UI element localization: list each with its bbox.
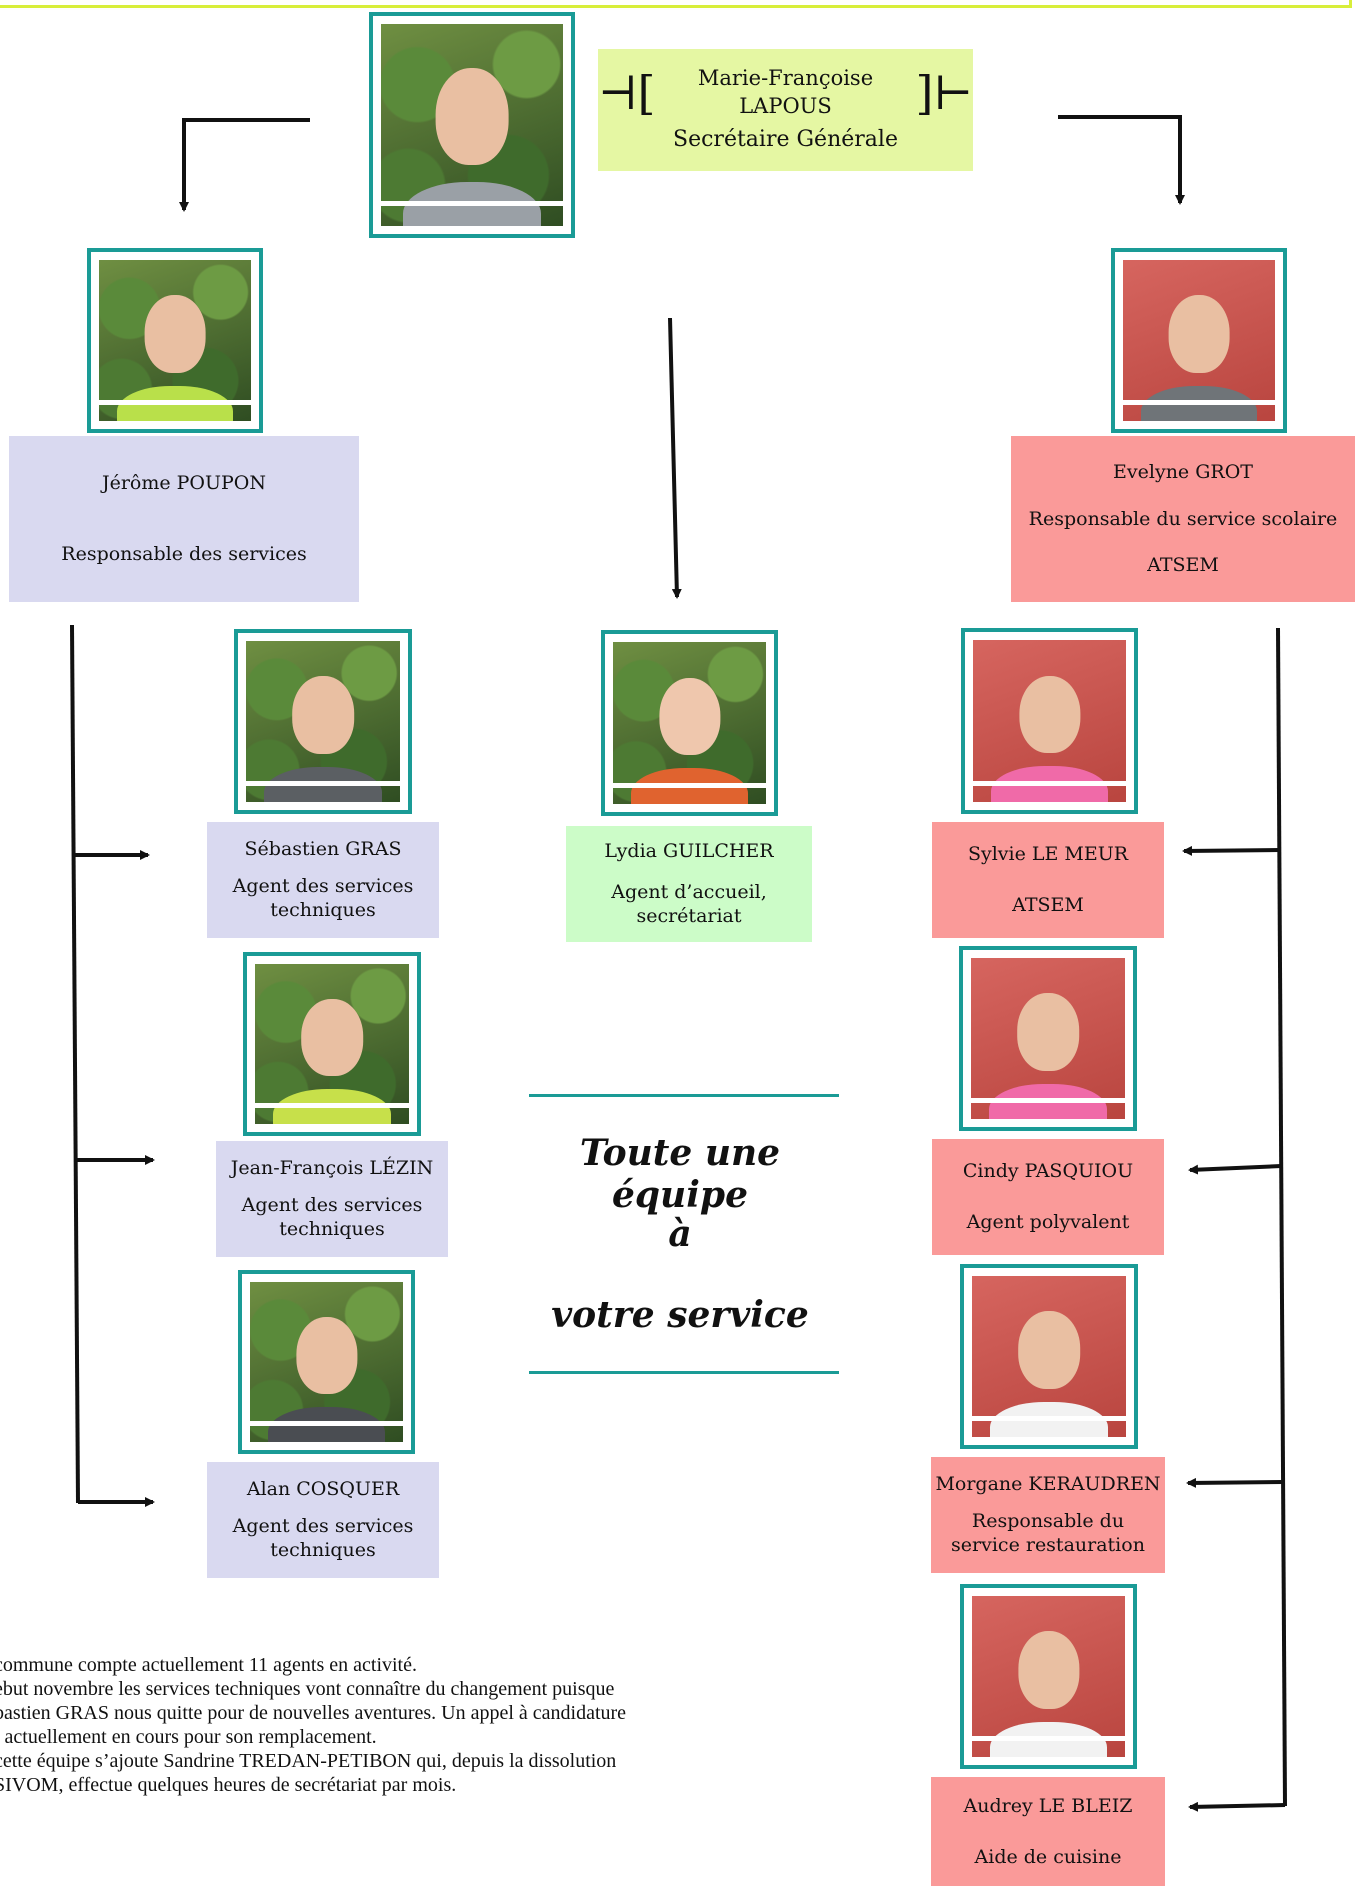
head-card: ⊣[ Marie-Françoise LAPOUS ]⊢ Secrétaire … <box>598 49 973 171</box>
center-name: Lydia GUILCHER <box>604 839 774 862</box>
center-photo <box>601 630 778 816</box>
right-staff-2-role-1: Agent polyvalent <box>966 1211 1130 1233</box>
tagline-rule-top <box>529 1094 839 1097</box>
left-staff-2-role-1: Agent des services <box>241 1193 423 1216</box>
left-head-card: Jérôme POUPON Responsable des services <box>9 436 359 602</box>
left-staff-2-photo <box>243 952 421 1136</box>
left-staff-1-photo <box>234 629 412 814</box>
center-card: Lydia GUILCHER Agent d’accueil, secrétar… <box>566 826 812 942</box>
article-line-1: commune compte actuellement 11 agents en… <box>0 1654 417 1676</box>
right-staff-1-name: Sylvie LE MEUR <box>967 843 1129 866</box>
arrow-to-left-head <box>179 118 310 212</box>
bracket-right-icon: ]⊢ <box>915 65 974 120</box>
left-head-role: Responsable des services <box>61 543 307 565</box>
left-staff-3-role-1: Agent des services <box>232 1514 414 1537</box>
left-staff-3-photo <box>238 1270 415 1454</box>
center-role-1: Agent d’accueil, <box>611 880 767 903</box>
left-staff-2-name: Jean-François LÉZIN <box>230 1156 434 1179</box>
right-staff-3-name: Morgane KERAUDREN <box>935 1472 1161 1495</box>
right-staff-3-card: Morgane KERAUDREN Responsable du service… <box>931 1457 1165 1573</box>
tagline-line-2: à <box>668 1213 692 1255</box>
left-staff-1-role-2: techniques <box>270 899 376 922</box>
right-head-photo <box>1111 248 1287 433</box>
right-staff-3-role-1: Responsable du <box>971 1509 1125 1532</box>
right-staff-1-photo <box>961 628 1138 814</box>
left-staff-3-card: Alan COSQUER Agent des services techniqu… <box>207 1462 439 1578</box>
left-staff-1-name: Sébastien GRAS <box>244 837 402 860</box>
left-staff-2-card: Jean-François LÉZIN Agent des services t… <box>216 1141 448 1257</box>
right-vertical-line <box>1276 627 1287 1807</box>
article-line-6: SIVOM, effectue quelques heures de secré… <box>0 1774 457 1796</box>
left-head-photo <box>87 248 263 433</box>
right-head-role2: ATSEM <box>1147 554 1219 577</box>
right-staff-4-name: Audrey LE BLEIZ <box>963 1794 1133 1817</box>
article-line-4: t actuellement en cours pour son remplac… <box>0 1726 377 1748</box>
right-staff-4-card: Audrey LE BLEIZ Aide de cuisine <box>931 1777 1165 1886</box>
left-staff-2-role-2: techniques <box>279 1218 385 1241</box>
right-staff-3-photo <box>960 1264 1138 1449</box>
tagline-line-3: votre service <box>551 1294 809 1336</box>
right-head-name: Evelyne GROT <box>1113 460 1253 483</box>
right-staff-1-role-1: ATSEM <box>1012 894 1084 916</box>
arrow-to-right-4 <box>1188 1801 1286 1812</box>
left-staff-1-card: Sébastien GRAS Agent des services techni… <box>207 822 439 938</box>
arrow-to-right-3 <box>1186 1477 1284 1488</box>
right-staff-4-role-1: Aide de cuisine <box>974 1845 1122 1868</box>
tagline-rule-bottom <box>529 1371 839 1374</box>
arrow-to-right-head <box>1058 115 1185 205</box>
article-line-2: ebut novembre les services techniques vo… <box>0 1678 615 1700</box>
right-head-card: Evelyne GROT Responsable du service scol… <box>1011 436 1355 602</box>
left-staff-3-name: Alan COSQUER <box>246 1477 400 1500</box>
head-role: Secrétaire Générale <box>673 127 898 152</box>
head-photo <box>369 12 575 238</box>
article-line-3: bastien GRAS nous quitte pour de nouvell… <box>0 1702 627 1724</box>
right-staff-2-photo <box>959 946 1137 1131</box>
arrow-to-right-2 <box>1188 1164 1282 1175</box>
left-vertical-line <box>70 624 80 1504</box>
top-border <box>0 0 1352 8</box>
right-staff-2-name: Cindy PASQUIOU <box>962 1160 1134 1183</box>
arrow-to-right-1 <box>1182 845 1281 856</box>
tagline-line-1: Toute une équipe <box>579 1132 781 1216</box>
bracket-left-icon: ⊣[ <box>598 65 656 120</box>
right-head-role: Responsable du service scolaire <box>1028 507 1338 530</box>
arrow-to-center <box>668 317 682 599</box>
right-staff-4-photo <box>960 1584 1137 1769</box>
right-staff-1-card: Sylvie LE MEUR ATSEM <box>932 822 1164 938</box>
left-staff-3-role-2: techniques <box>270 1539 376 1562</box>
center-role-2: secrétariat <box>636 905 742 928</box>
left-staff-1-role-1: Agent des services <box>232 874 414 897</box>
right-staff-3-role-2: service restauration <box>951 1534 1145 1557</box>
article-line-5: cette équipe s’ajoute Sandrine TREDAN-PE… <box>0 1750 617 1772</box>
left-head-name: Jérôme POUPON <box>101 472 267 495</box>
right-staff-2-card: Cindy PASQUIOU Agent polyvalent <box>932 1139 1164 1255</box>
head-name: Marie-Françoise LAPOUS <box>697 66 874 118</box>
article-text: commune compte actuellement 11 agents en… <box>0 1653 858 1797</box>
